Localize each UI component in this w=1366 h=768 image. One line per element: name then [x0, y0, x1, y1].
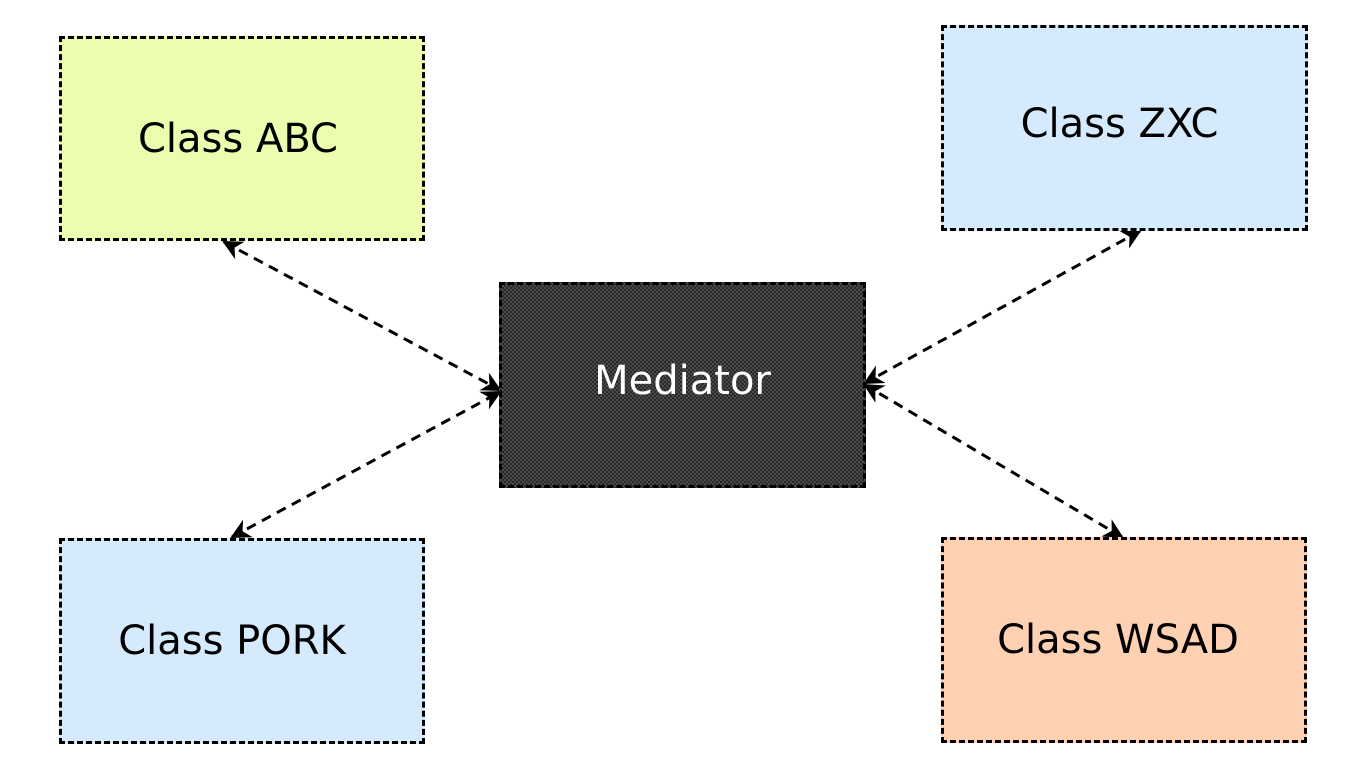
class-wsad-box: Class WSAD — [941, 537, 1307, 743]
class-zxc-label: Class ZXC — [1020, 101, 1219, 147]
connector-abc-mediator — [222, 240, 502, 392]
mediator-box: Mediator — [499, 282, 866, 488]
class-pork-label: Class PORK — [118, 618, 346, 664]
connector-zxc-mediator — [863, 229, 1142, 385]
class-zxc-box: Class ZXC — [941, 25, 1308, 231]
mediator-label: Mediator — [594, 358, 771, 404]
connector-wsad-mediator — [863, 383, 1124, 539]
class-abc-box: Class ABC — [59, 36, 425, 241]
class-abc-label: Class ABC — [138, 115, 338, 162]
class-pork-box: Class PORK — [59, 538, 425, 744]
connector-pork-mediator — [230, 390, 502, 539]
class-wsad-label: Class WSAD — [997, 617, 1239, 663]
